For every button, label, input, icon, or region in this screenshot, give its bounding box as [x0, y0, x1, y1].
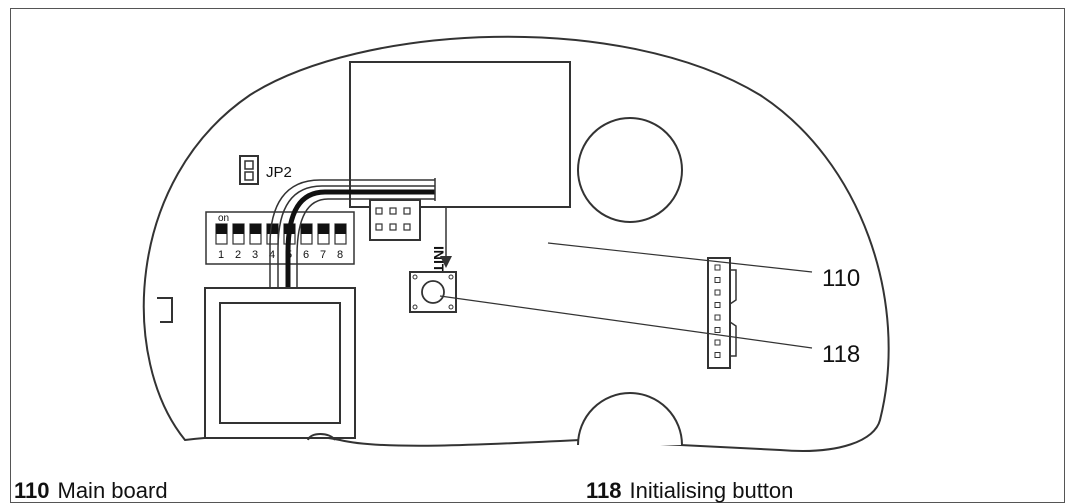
dip-switch-knob-3	[250, 224, 261, 234]
dip-switch-knob-2	[233, 224, 244, 234]
edge-connector-pin	[714, 264, 721, 271]
dip-number-4: 4	[269, 249, 275, 261]
round-component-lower	[577, 392, 683, 446]
edge-connector-pin	[714, 314, 721, 321]
callout-110: 110	[822, 265, 860, 292]
edge-connector-pin	[714, 339, 721, 346]
round-component-upper	[577, 117, 683, 223]
edge-connector-pin	[714, 327, 721, 333]
callout-line-110	[547, 242, 813, 273]
initialising-button	[409, 271, 457, 313]
init-label: INIT	[431, 246, 447, 273]
legend-text-main-board: Main board	[57, 478, 168, 503]
ribbon-cable	[269, 178, 436, 438]
edge-connector-pin	[714, 302, 721, 308]
dip-number-6: 6	[303, 249, 309, 261]
legend-main-board: 110 Main board	[14, 478, 168, 504]
top-module	[349, 61, 571, 208]
bottom-clip	[307, 433, 336, 441]
init-arrow	[440, 208, 452, 268]
dip-switch-knob-8	[335, 224, 346, 234]
jp2-jumper	[239, 155, 259, 185]
dip-switch-knob-1	[216, 224, 227, 234]
callout-line-118	[439, 295, 813, 349]
dip-number-2: 2	[235, 249, 241, 261]
dip-number-3: 3	[252, 249, 258, 261]
legend-initialising-button: 118 Initialising button	[586, 478, 793, 504]
edge-connector	[707, 257, 737, 369]
dip-number-1: 1	[218, 249, 224, 261]
dip-number-8: 8	[337, 249, 343, 261]
legend-text-initialising-button: Initialising button	[629, 478, 794, 503]
small-connector	[369, 199, 421, 241]
dip-switch-knob-7	[318, 224, 329, 234]
dip-switch-knob-4	[267, 224, 278, 234]
dip-switch-knob-6	[301, 224, 312, 234]
dip-on-label: on	[218, 213, 229, 224]
edge-connector-pin	[714, 289, 721, 296]
dip-number-7: 7	[320, 249, 326, 261]
legend-number-118: 118	[586, 478, 622, 503]
jp2-label: JP2	[266, 164, 292, 181]
edge-connector-pin	[714, 352, 721, 358]
legend-number-110: 110	[14, 478, 50, 503]
callout-118: 118	[822, 341, 860, 368]
board-notch	[157, 297, 173, 323]
transformer	[204, 287, 356, 439]
edge-connector-pin	[714, 277, 721, 283]
